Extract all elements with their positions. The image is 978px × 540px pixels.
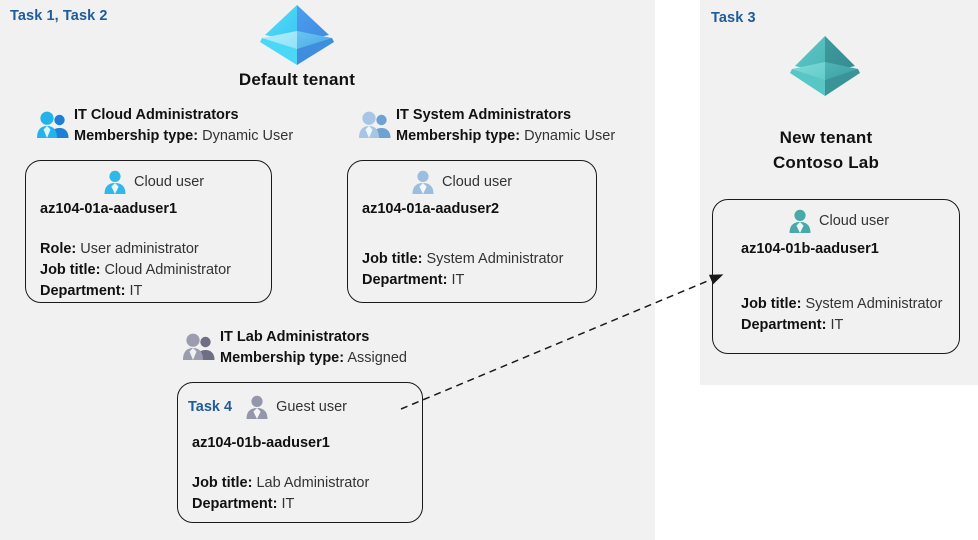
user-type-label: Guest user (276, 399, 347, 415)
attribute-value: IT (129, 283, 143, 300)
default-tenant-panel (0, 0, 655, 540)
attribute-label: Job title: (362, 251, 423, 267)
card-header: Task 4 Guest user (188, 394, 347, 420)
azure-tenant-diamond-icon (257, 2, 337, 68)
username: az104-01a-aaduser2 (362, 201, 500, 217)
group-text-block: IT Cloud Administrators Membership type:… (74, 106, 293, 147)
membership-value: Assigned (347, 349, 407, 366)
new-tenant-title: New tenant Contoso Lab (726, 126, 926, 175)
cloud-user-icon (102, 169, 128, 195)
attribute-value: IT (281, 496, 295, 513)
azure-tenant-diamond-icon (787, 33, 863, 99)
group-text-block: IT Lab Administrators Membership type: A… (220, 328, 407, 369)
card-header: Cloud user (787, 208, 889, 234)
user-type-label: Cloud user (442, 174, 513, 190)
attribute-label: Department: (362, 272, 448, 289)
default-tenant-title: Default tenant (238, 70, 356, 89)
user-attributes: Job title: Lab Administrator Department:… (192, 473, 369, 515)
membership-value: Dynamic User (202, 127, 294, 144)
card-header: Cloud user (102, 169, 204, 195)
task-label-1-2: Task 1, Task 2 (10, 8, 108, 24)
attribute-label: Job title: (192, 475, 253, 491)
attribute-row: Department: IT (741, 315, 942, 336)
attribute-row: Job title: Lab Administrator (192, 473, 369, 494)
username: az104-01b-aaduser1 (192, 435, 330, 451)
new-tenant-title-line1: New tenant (779, 128, 873, 147)
task-label-4: Task 4 (188, 399, 233, 415)
attribute-value: IT (830, 317, 844, 334)
group-name: IT System Administrators (396, 107, 572, 123)
group-users-icon (182, 332, 216, 362)
user-card-az104-01a-aaduser2: Cloud user az104-01a-aaduser2 Job title:… (347, 160, 597, 303)
attribute-row: Department: IT (192, 494, 369, 515)
user-attributes: Job title: System Administrator Departme… (741, 294, 942, 336)
attribute-value: System Administrator (426, 251, 564, 267)
user-attributes: Job title: System Administrator Departme… (362, 249, 563, 291)
membership-label: Membership type: (396, 127, 521, 144)
user-card-guest-az104-01b-aaduser1: Task 4 Guest user az104-01b-aaduser1 Job… (177, 382, 423, 523)
group-users-icon (36, 110, 70, 140)
membership-value: Dynamic User (524, 127, 616, 144)
attribute-value: Lab Administrator (256, 475, 370, 491)
group-name: IT Lab Administrators (220, 329, 370, 345)
attribute-row: Role: User administrator (40, 239, 231, 260)
user-card-az104-01a-aaduser1: Cloud user az104-01a-aaduser1 Role: User… (25, 160, 272, 303)
group-membership: Membership type: Dynamic User (74, 126, 293, 148)
group-users-icon (358, 110, 392, 140)
card-header: Cloud user (410, 169, 512, 195)
task-label-3: Task 3 (711, 10, 756, 26)
membership-label: Membership type: (220, 349, 345, 366)
cloud-user-icon (410, 169, 436, 195)
attribute-row: Job title: System Administrator (741, 294, 942, 315)
attribute-value: User administrator (80, 241, 199, 257)
attribute-value: IT (451, 272, 465, 289)
user-card-new-tenant-az104-01b-aaduser1: Cloud user az104-01b-aaduser1 Job title:… (712, 199, 960, 354)
attribute-label: Department: (40, 283, 126, 300)
attribute-row: Job title: Cloud Administrator (40, 260, 231, 281)
group-text-block: IT System Administrators Membership type… (396, 106, 615, 147)
attribute-row: Department: IT (40, 281, 231, 302)
attribute-value: System Administrator (805, 296, 943, 312)
username: az104-01b-aaduser1 (741, 241, 879, 257)
attribute-label: Job title: (40, 262, 101, 279)
user-attributes: Role: User administrator Job title: Clou… (40, 239, 231, 302)
membership-label: Membership type: (74, 127, 199, 144)
attribute-label: Job title: (741, 296, 802, 312)
attribute-label: Department: (741, 317, 827, 334)
username: az104-01a-aaduser1 (40, 201, 178, 217)
attribute-row: Job title: System Administrator (362, 249, 563, 270)
attribute-value: Cloud Administrator (104, 262, 231, 279)
user-type-label: Cloud user (819, 213, 890, 229)
new-tenant-title-line2: Contoso Lab (772, 152, 880, 172)
guest-user-icon (244, 394, 270, 420)
attribute-row: Department: IT (362, 270, 563, 291)
attribute-label: Role: (40, 241, 77, 257)
attribute-label: Department: (192, 496, 278, 513)
group-membership: Membership type: Assigned (220, 348, 407, 370)
user-type-label: Cloud user (134, 174, 205, 190)
cloud-user-icon (787, 208, 813, 234)
group-name: IT Cloud Administrators (74, 107, 239, 123)
group-membership: Membership type: Dynamic User (396, 126, 615, 148)
